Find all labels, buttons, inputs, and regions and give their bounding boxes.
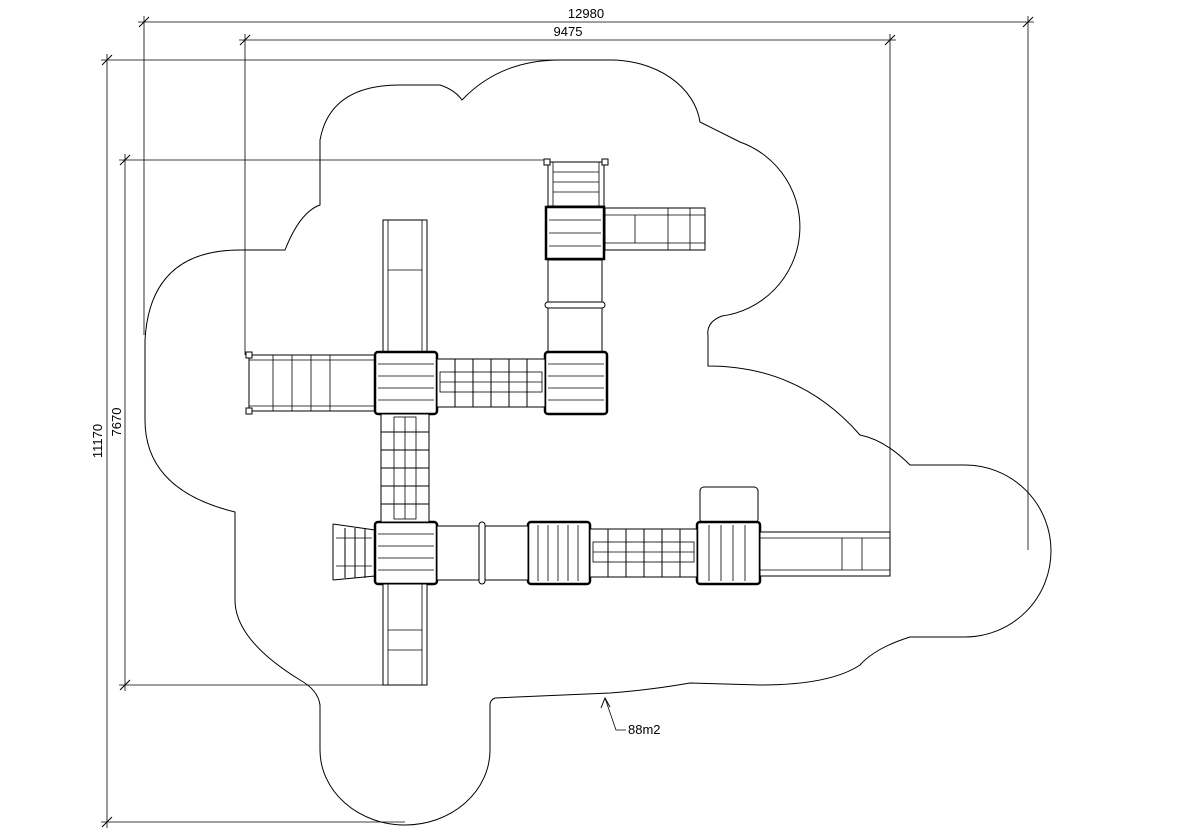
deck-top	[544, 205, 606, 261]
deck-center-right	[543, 350, 609, 416]
area-label: 88m2	[628, 722, 661, 737]
equipment-width-label: 9475	[554, 24, 583, 39]
safety-zone-outline	[144, 59, 1052, 826]
bridge-vertical	[380, 413, 430, 523]
play-equipment	[245, 158, 891, 686]
equipment-depth-label: 7670	[109, 408, 124, 437]
left-stair	[245, 351, 376, 415]
overall-width-label: 12980	[568, 6, 604, 21]
deck-bottom-middle	[526, 520, 592, 586]
dimension-overall-width: 12980	[138, 6, 1034, 550]
top-stair	[543, 158, 609, 207]
dimension-equipment-width: 9475	[239, 24, 896, 532]
dimension-overall-depth: 11170	[90, 54, 600, 828]
slide-top-left	[382, 219, 428, 353]
slide-bottom-right	[759, 531, 891, 577]
bridge-horizontal-top	[436, 358, 546, 408]
deck-bottom-right	[695, 486, 762, 586]
tunnel-horizontal	[436, 521, 529, 585]
tunnel-vertical	[544, 259, 606, 353]
area-annotation: 88m2	[600, 696, 661, 737]
slide-top-right	[604, 207, 706, 251]
overall-depth-label: 11170	[90, 424, 105, 458]
bridge-horizontal-bottom	[589, 528, 698, 578]
slide-bottom	[382, 583, 428, 686]
ladder-left	[332, 523, 376, 581]
dimension-equipment-depth: 7670	[109, 154, 545, 691]
deck-center-left	[373, 350, 439, 416]
deck-bottom-left	[373, 520, 439, 586]
